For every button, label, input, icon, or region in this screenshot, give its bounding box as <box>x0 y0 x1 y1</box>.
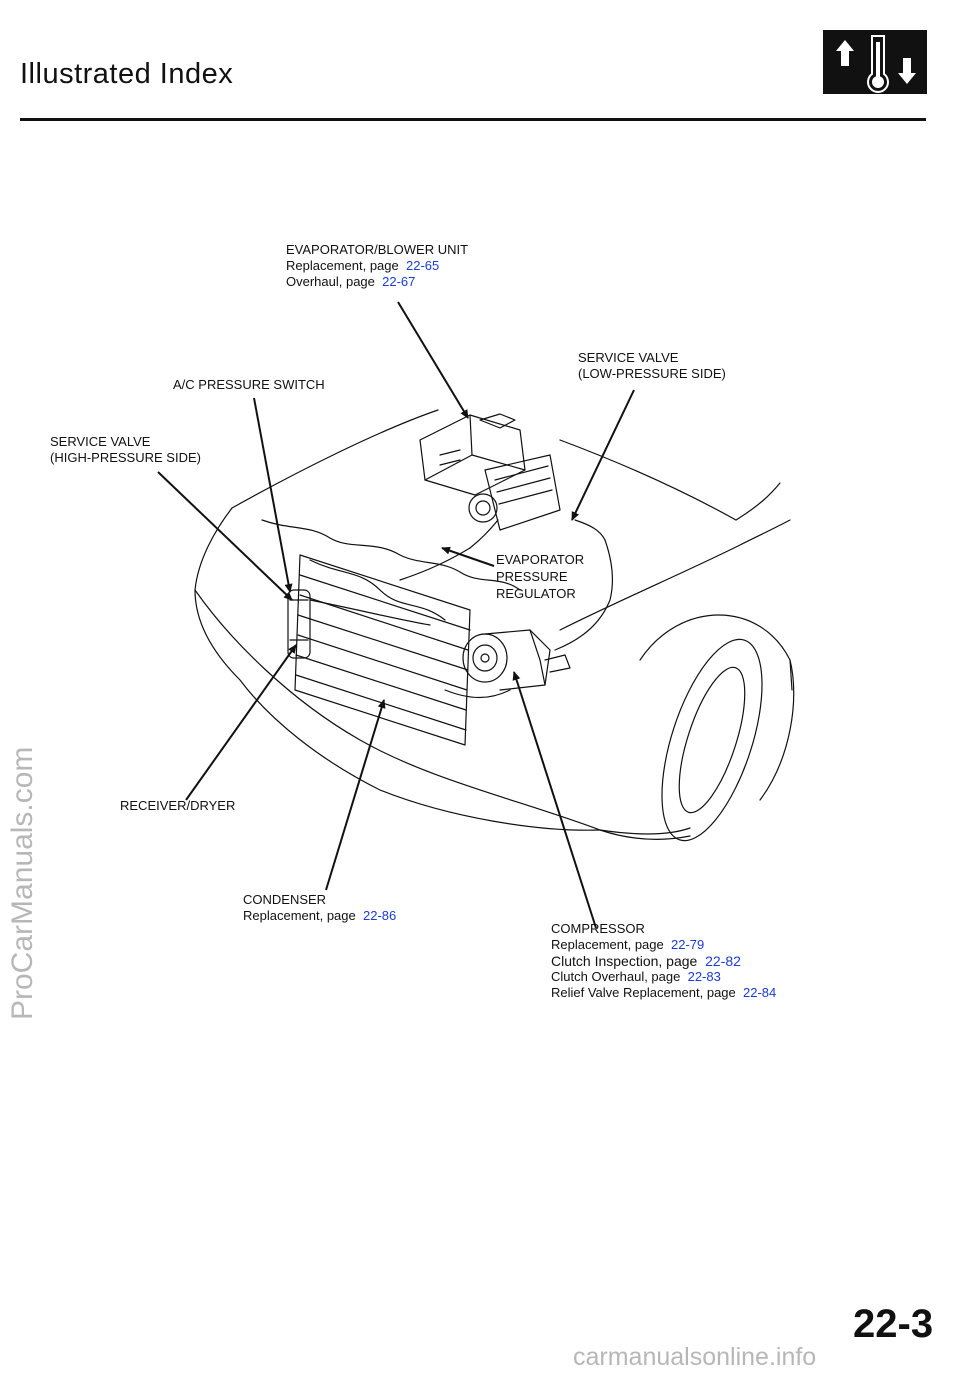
ac-thermometer-arrows-icon <box>823 30 927 94</box>
title-divider <box>20 118 926 121</box>
page-ref-link[interactable]: 22-84 <box>743 985 777 1000</box>
car-bumper <box>194 589 601 831</box>
callout-receiver-dryer: RECEIVER/DRYER <box>120 798 235 814</box>
car-front-left <box>194 507 601 831</box>
car-fender-right <box>559 519 791 631</box>
callout-service-valve-low: SERVICE VALVE (LOW-PRESSURE SIDE) <box>578 350 726 382</box>
page-number: 22-3 <box>853 1302 934 1346</box>
car-hood-right <box>559 439 737 521</box>
ac-pressure-switch-label: A/C PRESSURE SWITCH <box>173 377 325 392</box>
condenser-replacement-entry: Replacement, page 22-86 <box>243 908 397 923</box>
page-ref-link[interactable]: 22-79 <box>670 937 705 952</box>
callout-compressor: COMPRESSOR Replacement, page 22-79 Clutc… <box>551 921 776 1001</box>
regulator-label-line2: PRESSURE <box>496 569 568 584</box>
callout-condenser: CONDENSER Replacement, page 22-86 <box>243 892 396 924</box>
receiver-dryer-body <box>287 589 311 659</box>
page-ref-link[interactable]: 22-82 <box>705 953 741 969</box>
car-roof-line <box>735 482 781 521</box>
regulator-label-line1: EVAPORATOR <box>496 552 585 567</box>
watermark-bottom: carmanualsonline.info <box>573 1343 817 1371</box>
callout-evaporator-blower-unit: EVAPORATOR/BLOWER UNIT Replacement, page… <box>286 242 468 290</box>
callout-service-valve-high: SERVICE VALVE (HIGH-PRESSURE SIDE) <box>50 434 201 466</box>
receiver-dryer-label: RECEIVER/DRYER <box>120 798 236 813</box>
condenser-core <box>294 554 471 746</box>
condenser-label: CONDENSER <box>243 892 327 907</box>
evaporator-replacement-entry: Replacement, page 22-65 <box>286 258 440 273</box>
compressor-label: COMPRESSOR <box>551 921 645 936</box>
compressor-pulley <box>462 633 508 683</box>
page-ref-link[interactable]: 22-67 <box>382 274 416 289</box>
service-valve-low-label: SERVICE VALVE <box>578 350 679 365</box>
page-ref-link[interactable]: 22-86 <box>362 908 397 923</box>
car-wheel <box>661 638 763 842</box>
service-valve-high-label: SERVICE VALVE <box>50 434 151 449</box>
service-valve-low-side: (LOW-PRESSURE SIDE) <box>578 366 726 381</box>
callout-evaporator-pressure-regulator: EVAPORATOR PRESSURE REGULATOR <box>496 551 584 602</box>
compressor-replacement-entry: Replacement, page 22-79 <box>551 937 705 952</box>
evaporator-overhaul-entry: Overhaul, page 22-67 <box>286 274 416 289</box>
regulator-label-line3: REGULATOR <box>496 586 576 601</box>
car-hood-outline <box>231 409 439 509</box>
car-fender-lower <box>599 827 691 835</box>
service-valve-high-side: (HIGH-PRESSURE SIDE) <box>50 450 201 465</box>
callout-ac-pressure-switch: A/C PRESSURE SWITCH <box>173 377 325 393</box>
page-title: Illustrated Index <box>20 58 234 90</box>
page-ref-link[interactable]: 22-65 <box>405 258 440 273</box>
evaporator-blower-unit-label: EVAPORATOR/BLOWER UNIT <box>286 242 469 257</box>
page-ref-link[interactable]: 22-83 <box>687 969 721 984</box>
compressor-clutch-inspection-entry: Clutch Inspection, page 22-82 <box>551 953 741 969</box>
compressor-clutch-overhaul-entry: Clutch Overhaul, page 22-83 <box>551 969 721 984</box>
compressor-relief-valve-entry: Relief Valve Replacement, page 22-84 <box>551 985 777 1000</box>
watermark-side: ProCarManuals.com <box>6 746 39 1020</box>
